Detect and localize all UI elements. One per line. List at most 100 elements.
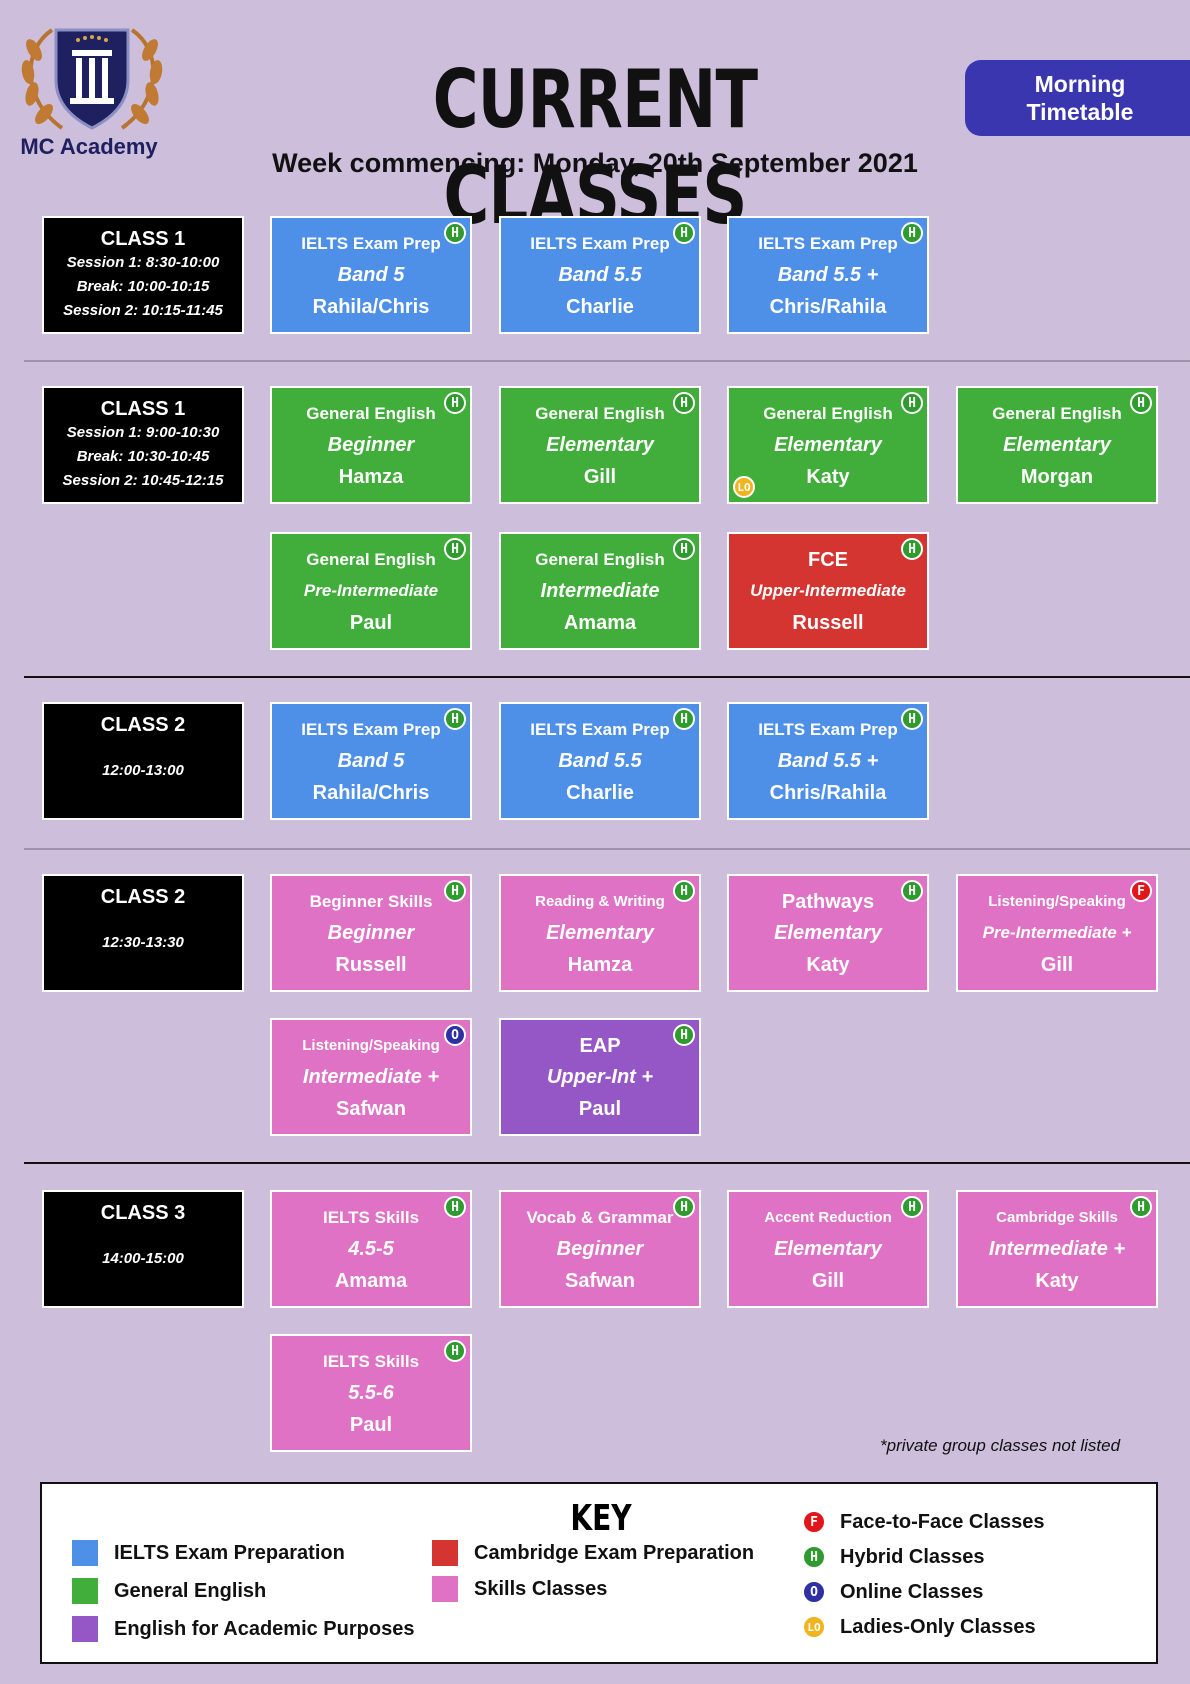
- key-category: IELTS Exam Preparation: [72, 1540, 345, 1566]
- course-level: Band 5: [337, 264, 405, 286]
- hybrid-icon: H: [444, 880, 466, 902]
- key-mode: F Face-to-Face Classes: [802, 1510, 1045, 1534]
- key-mode-label: Online Classes: [840, 1580, 984, 1603]
- course-name: General English: [763, 404, 893, 423]
- key-category: Skills Classes: [432, 1576, 607, 1602]
- teacher-name: Katy: [1035, 1270, 1079, 1292]
- class-label: CLASS 3: [100, 1202, 186, 1224]
- class-label: CLASS 2: [100, 714, 186, 736]
- course-name: Listening/Speaking: [988, 893, 1126, 910]
- course-name: IELTS Skills: [322, 1208, 420, 1227]
- key-mode-label: Face-to-Face Classes: [840, 1510, 1045, 1533]
- section-divider: [24, 676, 1190, 678]
- badge-line2: Timetable: [1026, 99, 1134, 125]
- course-name: EAP: [579, 1035, 621, 1057]
- course-level: Band 5.5: [558, 264, 642, 286]
- face-to-face-icon: F: [802, 1510, 826, 1534]
- session-time: Session 2: 10:15-11:45: [63, 302, 223, 319]
- course-level: Pre-Intermediate +: [982, 923, 1132, 942]
- hybrid-icon: H: [444, 708, 466, 730]
- course-level: Upper-Intermediate: [750, 581, 906, 600]
- course-level: 4.5-5: [348, 1238, 394, 1260]
- teacher-name: Katy: [806, 954, 850, 976]
- hybrid-icon: H: [673, 1196, 695, 1218]
- online-icon: O: [444, 1024, 466, 1046]
- hybrid-icon: H: [444, 392, 466, 414]
- hybrid-icon: H: [673, 1024, 695, 1046]
- teacher-name: Rahila/Chris: [312, 296, 430, 318]
- course-name: General English: [306, 404, 436, 423]
- teacher-name: Gill: [811, 1270, 845, 1292]
- course-name: Reading & Writing: [535, 893, 665, 910]
- key-category: Cambridge Exam Preparation: [432, 1540, 754, 1566]
- timetable-badge: Morning Timetable: [965, 60, 1190, 136]
- course-level: Band 5.5: [558, 750, 642, 772]
- key-title: KEY: [570, 1498, 632, 1539]
- teacher-name: Hamza: [338, 466, 404, 488]
- teacher-name: Paul: [349, 1414, 393, 1436]
- section-divider: [24, 360, 1190, 362]
- course-name: Accent Reduction: [764, 1209, 892, 1226]
- hybrid-icon: H: [1130, 392, 1152, 414]
- course-name: IELTS Exam Prep: [758, 234, 898, 253]
- session-time: Session 1: 9:00-10:30: [66, 424, 220, 441]
- class-time-box: CLASS 3 14:00-15:00: [42, 1190, 244, 1308]
- teacher-name: Katy: [806, 466, 850, 488]
- key-category-label: Cambridge Exam Preparation: [474, 1541, 755, 1564]
- hybrid-icon: H: [901, 708, 923, 730]
- color-swatch: [72, 1578, 98, 1604]
- class-time: 12:30-13:30: [102, 934, 184, 951]
- face-to-face-icon: F: [1130, 880, 1152, 902]
- ladies-only-icon: LO: [802, 1615, 826, 1639]
- course-level: Beginner: [327, 922, 415, 944]
- hybrid-icon: H: [673, 880, 695, 902]
- course-level: Beginner: [327, 434, 415, 456]
- course-name: Vocab & Grammar: [526, 1208, 674, 1227]
- key-mode-label: Ladies-Only Classes: [840, 1615, 1036, 1638]
- class-time: 14:00-15:00: [102, 1250, 184, 1267]
- hybrid-icon: H: [673, 708, 695, 730]
- course-name: General English: [535, 404, 665, 423]
- key-category-label: English for Academic Purposes: [114, 1617, 415, 1640]
- hybrid-icon: H: [901, 880, 923, 902]
- academy-logo: [12, 10, 172, 160]
- section-divider: [24, 1162, 1190, 1164]
- hybrid-icon: H: [1130, 1196, 1152, 1218]
- session-time: Session 2: 10:45-12:15: [62, 472, 224, 489]
- course-level: 5.5-6: [348, 1382, 394, 1404]
- color-swatch: [72, 1540, 98, 1566]
- session-time: Break: 10:30-10:45: [76, 448, 210, 465]
- teacher-name: Gill: [1040, 954, 1074, 976]
- course-name: IELTS Exam Prep: [301, 234, 441, 253]
- hybrid-icon: H: [673, 222, 695, 244]
- hybrid-icon: H: [802, 1545, 826, 1569]
